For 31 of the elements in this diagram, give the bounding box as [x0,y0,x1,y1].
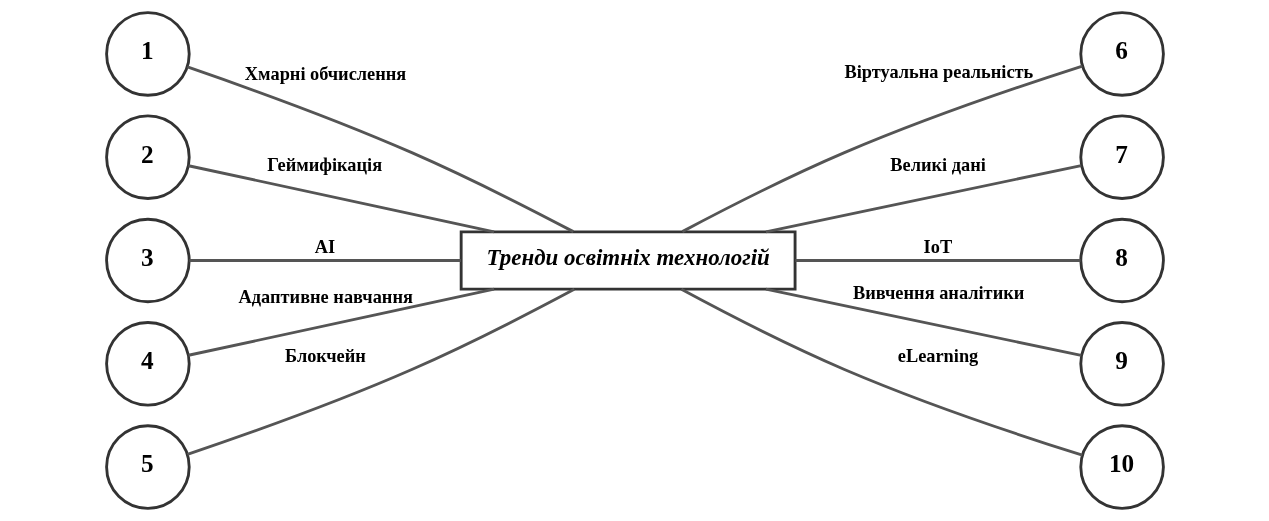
edge-label: Геймифікація [266,154,382,175]
edge-label: Великі дані [889,154,986,175]
node-box: Тренди освітніх технологій [459,230,796,291]
connector [188,259,461,262]
connector [187,164,494,234]
connector [765,287,1081,357]
connector [794,259,1080,262]
node-circle: 10 [1078,424,1165,510]
connector [680,288,1083,457]
connector [765,164,1081,234]
edge-label: Хмарні обчислення [244,64,406,85]
connector [681,64,1083,233]
edge-label: eLearning [897,346,978,367]
edge-label: IoT [923,237,952,258]
edge-label: AI [314,237,335,258]
node-circle: 6 [1078,11,1165,97]
node-circle: 2 [104,114,191,200]
edge-label: Вивчення аналітики [852,283,1024,304]
node-circle: 8 [1078,217,1165,304]
connector [186,65,574,233]
node-circle: 7 [1078,114,1165,200]
edge-label: Блокчейн [284,346,366,367]
node-circle: 9 [1078,321,1165,407]
edge-label: Адаптивне навчання [238,286,413,307]
edge-label: Віртуальна реальність [843,61,1033,82]
node-circle: 3 [104,217,191,304]
connector [186,288,575,456]
node-circle: 1 [104,11,191,97]
node-circle: 4 [104,321,191,407]
node-circle: 5 [104,424,191,510]
connector [187,287,494,357]
